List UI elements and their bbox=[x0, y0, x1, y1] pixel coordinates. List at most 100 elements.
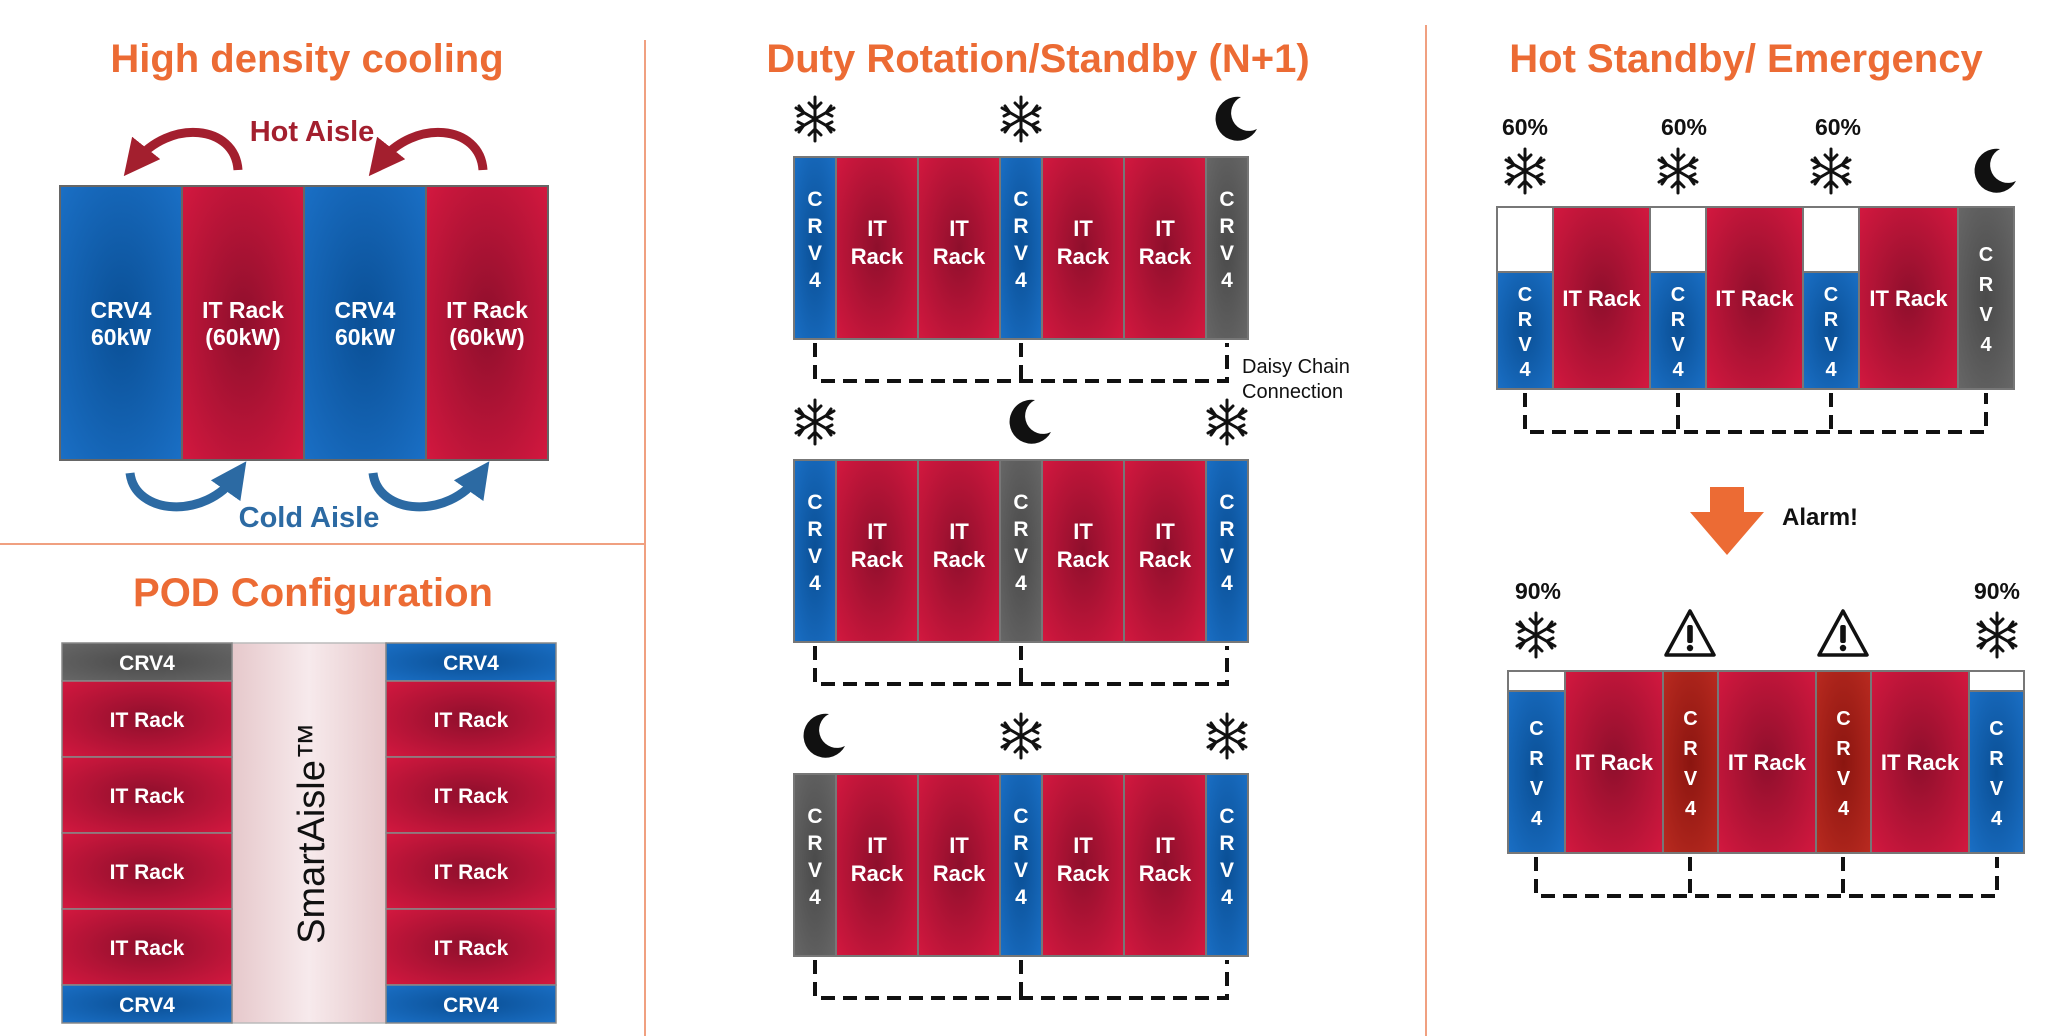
block-label: CRV4 bbox=[91, 297, 152, 323]
crv4-letter: R bbox=[1219, 832, 1234, 855]
crv4-letter: 4 bbox=[1015, 886, 1027, 909]
crv4-unit bbox=[385, 984, 557, 1024]
panel-title: Hot Standby/ Emergency bbox=[1509, 37, 1983, 81]
crv4-letter: 4 bbox=[1531, 808, 1543, 830]
it-rack bbox=[835, 773, 919, 957]
crv4-letter: V bbox=[1684, 768, 1698, 790]
crv4-letter: R bbox=[807, 518, 822, 541]
snowflake-icon bbox=[1810, 147, 1852, 195]
crv4-letter: R bbox=[807, 215, 822, 238]
crv4-letter: R bbox=[1013, 518, 1028, 541]
crv4-unit bbox=[1802, 271, 1860, 390]
capacity-percent: 90% bbox=[1974, 578, 2020, 604]
it-rack-label: IT bbox=[867, 216, 887, 241]
crv4-letter: 4 bbox=[1519, 359, 1531, 381]
it-rack-label: IT Rack bbox=[1575, 750, 1654, 775]
crv4-unit bbox=[61, 984, 233, 1024]
block-label: 60kW bbox=[335, 324, 395, 350]
daisy-chain-connector bbox=[813, 646, 1229, 686]
crv4-unit bbox=[793, 156, 837, 340]
pod-cell-label: CRV4 bbox=[443, 652, 499, 675]
crv4-unit bbox=[999, 156, 1043, 340]
crv4-letter: 4 bbox=[1015, 572, 1027, 595]
it-rack-label: Rack bbox=[1057, 861, 1110, 886]
crv4-letter: V bbox=[1824, 334, 1838, 356]
hot-aisle-label: Hot Aisle bbox=[250, 116, 375, 148]
crv4-letter: C bbox=[1836, 708, 1850, 730]
snowflake-icon bbox=[1504, 147, 1546, 195]
cold-aisle-label: Cold Aisle bbox=[239, 502, 380, 534]
it-rack-label: Rack bbox=[933, 547, 986, 572]
it-rack bbox=[1705, 206, 1804, 390]
pod-cell-label: IT Rack bbox=[434, 785, 509, 808]
it-rack bbox=[1041, 459, 1125, 643]
moon-icon bbox=[1009, 399, 1051, 444]
capacity-percent: 90% bbox=[1515, 578, 1561, 604]
crv4-letter: 4 bbox=[1991, 808, 2003, 830]
capacity-headroom bbox=[1496, 206, 1554, 273]
it-rack-label: Rack bbox=[851, 861, 904, 886]
capacity-headroom bbox=[1802, 206, 1860, 273]
crv4-letter: V bbox=[1990, 778, 2004, 800]
crv4-letter: 4 bbox=[1825, 359, 1837, 381]
crv4-letter: C bbox=[1824, 284, 1838, 306]
crv4-letter: R bbox=[1013, 215, 1028, 238]
block-label: IT Rack bbox=[446, 297, 528, 323]
cold-aisle-arrow-icon bbox=[368, 461, 490, 512]
it-rack-label: IT bbox=[949, 519, 969, 544]
it-rack-label: IT Rack bbox=[1715, 286, 1794, 311]
warning-icon bbox=[1817, 609, 1869, 657]
capacity-headroom bbox=[1649, 206, 1707, 273]
it-rack bbox=[385, 908, 557, 986]
panel-title: High density cooling bbox=[110, 37, 503, 81]
crv4-letter: C bbox=[807, 805, 822, 828]
panel-pod-configuration: POD Configuration SmartAisle™ CRV4 IT Ra… bbox=[61, 571, 557, 1024]
panel-high-density-cooling: High density cooling CRV4 60kW IT Rack (… bbox=[59, 37, 549, 534]
crv4-unit bbox=[1205, 773, 1249, 957]
it-rack bbox=[1041, 156, 1125, 340]
it-rack-label: Rack bbox=[933, 244, 986, 269]
crv4-letter: V bbox=[1014, 242, 1028, 265]
crv4-unit bbox=[59, 185, 183, 461]
panel-hot-standby-emergency: Hot Standby/ Emergency Alarm! CRV4CRV4CR… bbox=[1496, 37, 2025, 898]
it-rack-label: IT Rack bbox=[1728, 750, 1807, 775]
capacity-headroom bbox=[1507, 670, 1566, 692]
alarm-label: Alarm! bbox=[1782, 504, 1858, 531]
crv4-letter: V bbox=[808, 242, 822, 265]
cold-aisle-arrow-icon bbox=[125, 461, 247, 512]
it-rack-label: Rack bbox=[1139, 861, 1192, 886]
pod-cell-label: IT Rack bbox=[434, 709, 509, 732]
crv4-letter: 4 bbox=[1015, 269, 1027, 292]
block-label: 60kW bbox=[91, 324, 151, 350]
it-rack bbox=[1870, 670, 1970, 854]
it-rack bbox=[1717, 670, 1817, 854]
it-rack bbox=[1123, 459, 1207, 643]
it-rack-label: Rack bbox=[1139, 244, 1192, 269]
hot-aisle-arrow-icon bbox=[123, 127, 243, 177]
it-rack-label: IT bbox=[1155, 833, 1175, 858]
pod-cell-label: IT Rack bbox=[434, 861, 509, 884]
snowflake-icon bbox=[1976, 611, 2018, 659]
crv4-letter: R bbox=[1219, 518, 1234, 541]
crv4-letter: R bbox=[1836, 738, 1851, 760]
hot-aisle-arrow-icon bbox=[368, 127, 488, 177]
block-label: IT Rack bbox=[202, 297, 284, 323]
it-rack bbox=[1041, 773, 1125, 957]
it-rack bbox=[835, 459, 919, 643]
snowflake-icon bbox=[1657, 147, 1699, 195]
it-rack-label: IT Rack bbox=[1869, 286, 1948, 311]
crv4-letter: R bbox=[1219, 215, 1234, 238]
crv4-letter: R bbox=[807, 832, 822, 855]
it-rack bbox=[61, 680, 233, 758]
crv4-letter: 4 bbox=[1221, 886, 1233, 909]
crv4-letter: C bbox=[1683, 708, 1697, 730]
crv4-letter: C bbox=[807, 491, 822, 514]
snowflake-icon bbox=[1515, 611, 1557, 659]
it-rack bbox=[385, 756, 557, 834]
crv4-letter: V bbox=[1220, 859, 1234, 882]
crv4-letter: 4 bbox=[809, 886, 821, 909]
crv4-letter: V bbox=[1014, 859, 1028, 882]
